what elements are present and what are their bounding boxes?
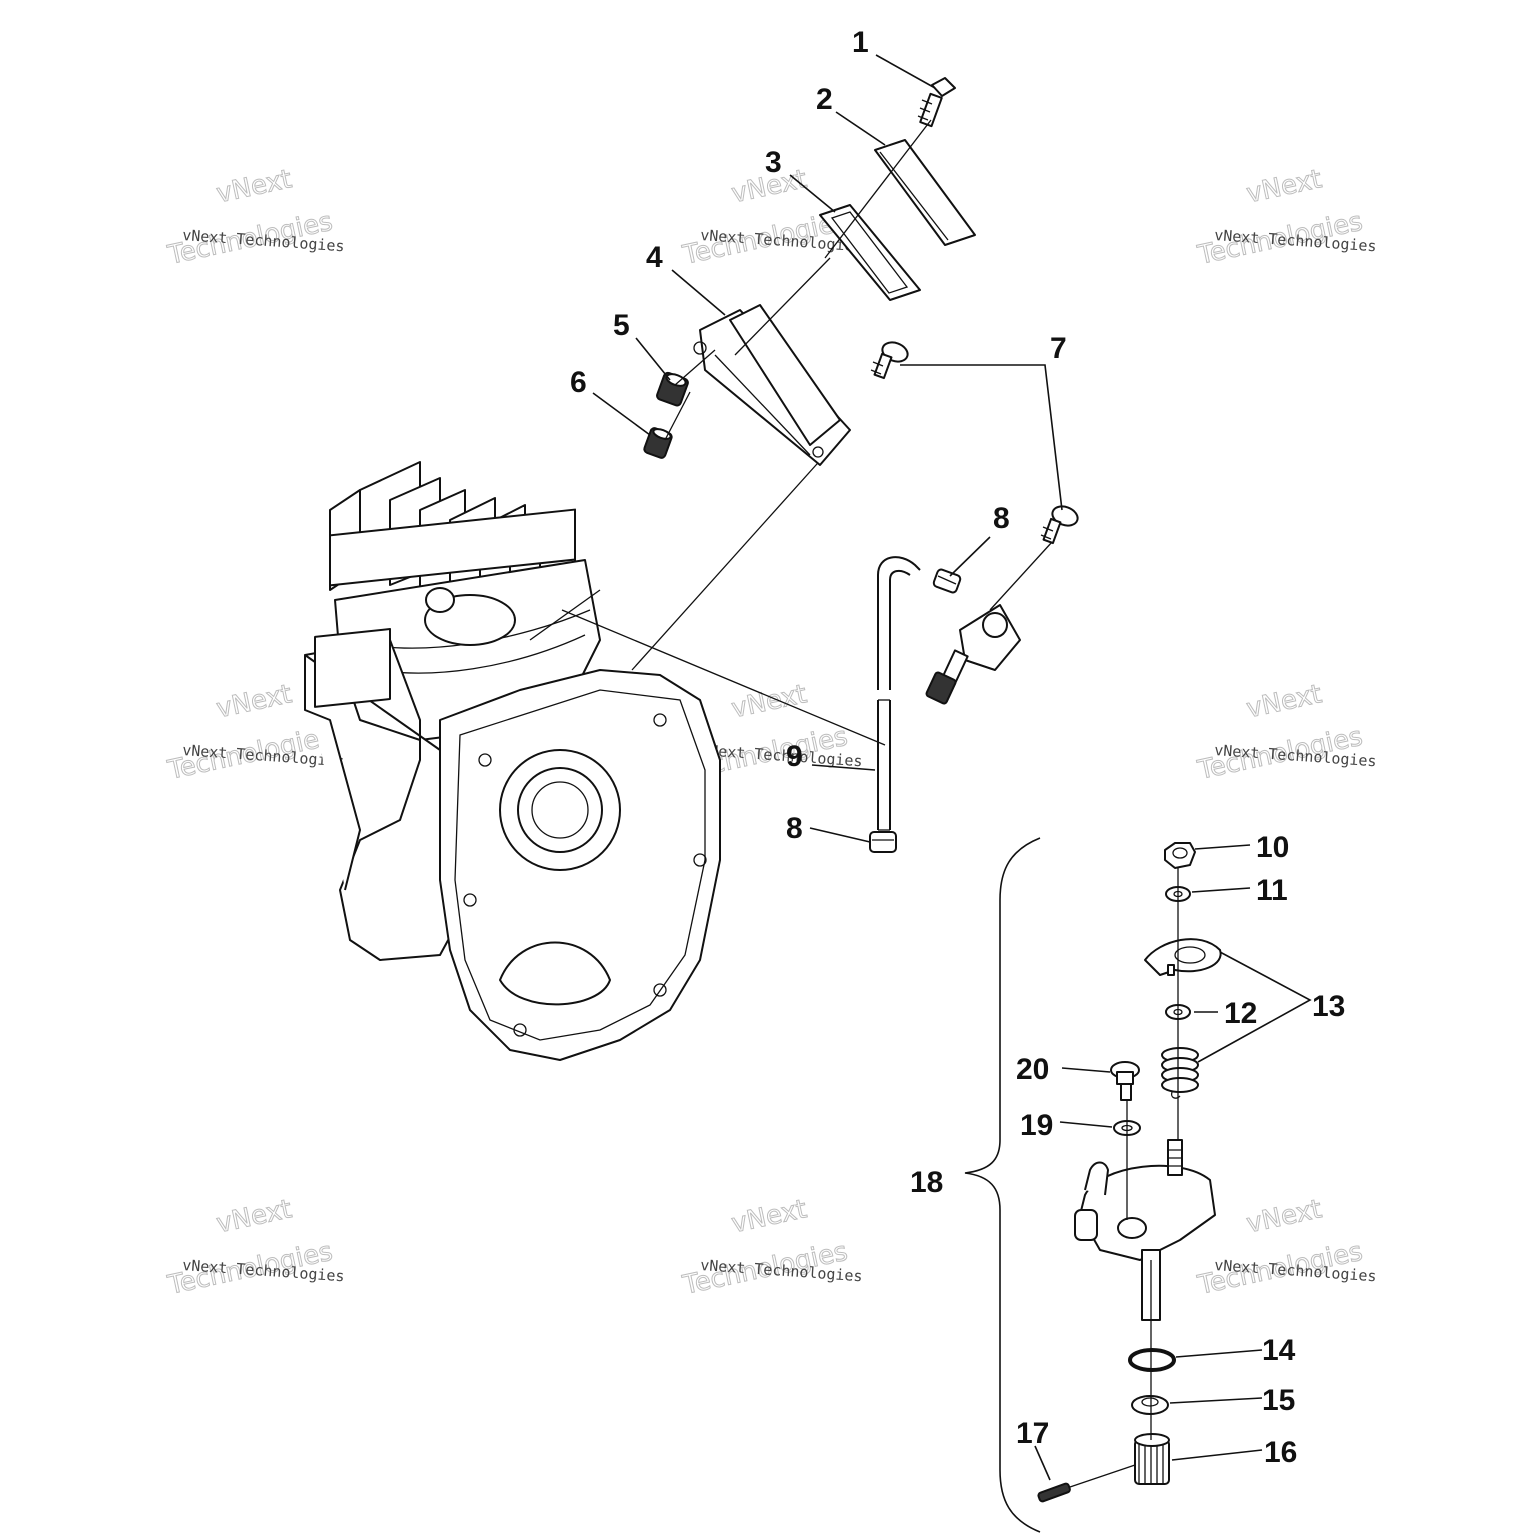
callout-17: 17 [1016, 1417, 1049, 1450]
callout-14: 14 [1262, 1334, 1296, 1367]
callout-2: 2 [816, 83, 833, 116]
group-brace [964, 837, 1041, 1533]
part-7-screw-lower [1040, 505, 1079, 545]
oil-pump-housing [1074, 1139, 1216, 1321]
callout-5: 5 [613, 309, 630, 342]
watermark-mid-right: vNext Technologies [1194, 679, 1366, 787]
part-16-gear [1134, 1433, 1170, 1485]
svg-text:vNext: vNext [1244, 679, 1325, 724]
callout-20: 20 [1016, 1053, 1049, 1086]
part-6-sleeve [643, 427, 673, 459]
callout-11: 11 [1256, 874, 1288, 907]
watermark-bottom-left: vNext Technologies [164, 1194, 336, 1302]
svg-text:vNext: vNext [214, 1194, 295, 1239]
part-9-hose [877, 700, 891, 830]
watermark-top-right: vNext Technologies [1194, 164, 1366, 272]
part-14-o-ring [1128, 1348, 1176, 1372]
callout-9: 9 [786, 740, 803, 773]
callout-6: 6 [570, 366, 587, 399]
svg-text:vNext: vNext [729, 1194, 810, 1239]
valve-cover-assembly [643, 77, 976, 466]
callout-1: 1 [852, 26, 869, 59]
part-20-bolt [1110, 1061, 1140, 1101]
part-8-clamp-upper [932, 568, 962, 594]
part-13-spring [1161, 1047, 1199, 1099]
oil-pump-installed [869, 341, 1079, 853]
part-4-cover [693, 304, 851, 466]
callout-13: 13 [1312, 990, 1345, 1023]
leader-lines [592, 54, 1312, 1481]
callout-4: 4 [646, 241, 663, 274]
callout-12: 12 [1224, 997, 1257, 1030]
callout-3: 3 [765, 146, 782, 179]
callout-15: 15 [1262, 1384, 1295, 1417]
svg-text:vNext: vNext [729, 679, 810, 724]
oil-pump-body [925, 604, 1021, 705]
part-3-gasket [819, 204, 921, 301]
part-1-bolt [917, 77, 956, 128]
callout-16: 16 [1264, 1436, 1297, 1469]
oil-pump-exploded [1037, 842, 1222, 1503]
callout-19: 19 [1020, 1109, 1053, 1142]
part-17-pin [1037, 1482, 1071, 1503]
watermark-top-left: vNext Technologies [164, 164, 336, 272]
part-7-screw-upper [870, 341, 909, 380]
engine-block [304, 454, 886, 1061]
watermark-bottom-middle: vNext Technologies [679, 1194, 851, 1302]
part-15-seal [1131, 1395, 1169, 1415]
callout-labels: 1 2 3 4 5 6 7 8 8 9 10 11 12 13 14 15 16… [570, 26, 1345, 1469]
svg-text:vNext: vNext [214, 679, 295, 724]
part-10-nut [1164, 842, 1196, 869]
svg-text:vNext: vNext [1244, 1194, 1325, 1239]
part-13-cam-plate [1144, 938, 1222, 976]
svg-text:vNext: vNext [1244, 164, 1325, 209]
callout-8-lower: 8 [786, 812, 803, 845]
callout-7: 7 [1050, 332, 1067, 365]
callout-10: 10 [1256, 831, 1289, 864]
callout-8-upper: 8 [993, 502, 1010, 535]
part-2-plate [874, 139, 976, 246]
callout-18: 18 [910, 1166, 943, 1199]
part-8-clamp-lower [869, 831, 897, 853]
watermark-big-1: vNext [214, 164, 295, 209]
